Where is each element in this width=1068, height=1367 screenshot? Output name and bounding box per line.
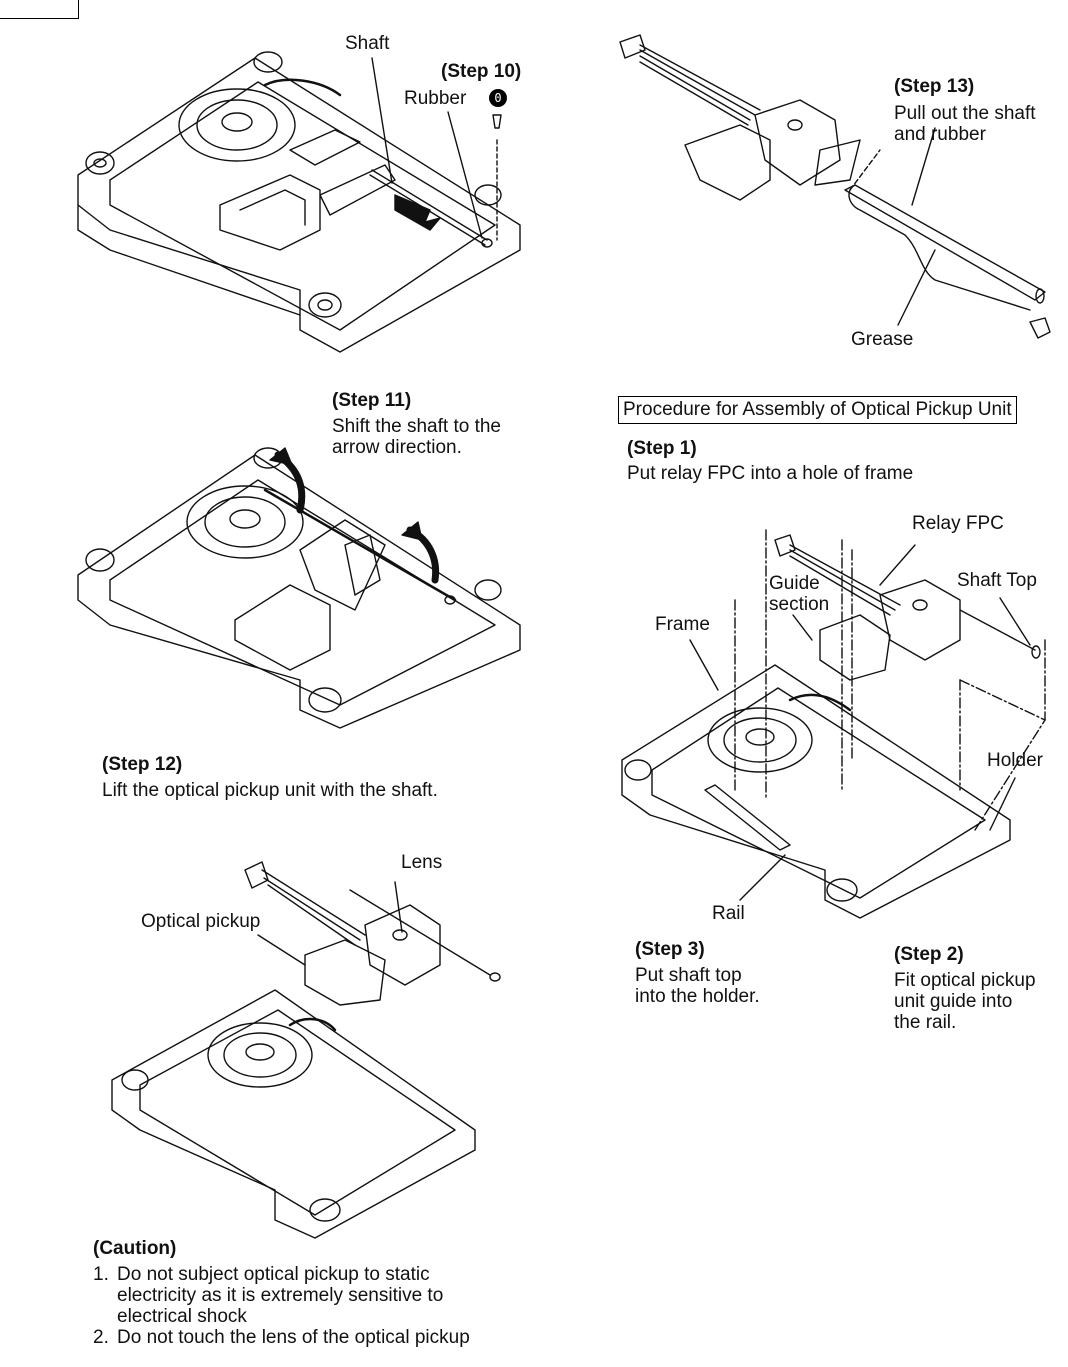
- optical-pickup-label: Optical pickup: [141, 911, 261, 932]
- step13-text-line1: Pull out the shaft: [894, 103, 1036, 124]
- caution-item: 1. Do not subject optical pickup to stat…: [93, 1264, 444, 1327]
- step10-label: (Step 10): [441, 61, 522, 82]
- page-corner-tab: [0, 0, 79, 19]
- traverse-unit-figure-b: [77, 447, 521, 729]
- shaft-label: Shaft: [345, 33, 390, 54]
- traverse-unit-figure-c: [111, 861, 501, 1239]
- frame-label: Frame: [655, 614, 710, 635]
- step2-text-line2: unit guide into: [894, 991, 1013, 1012]
- step12-title: (Step 12): [102, 754, 183, 775]
- relay-fpc-label: Relay FPC: [912, 513, 1004, 534]
- step2-title: (Step 2): [894, 944, 964, 965]
- step11-text-line1: Shift the shaft to the: [332, 416, 501, 437]
- assembly-step1-title: (Step 1): [627, 438, 697, 459]
- traverse-unit-figure-a: [77, 51, 521, 353]
- step11-title: (Step 11): [332, 390, 412, 411]
- step3-text-line1: Put shaft top: [635, 965, 742, 986]
- caution-list: 1. Do not subject optical pickup to stat…: [93, 1264, 553, 1348]
- holder-label: Holder: [987, 750, 1043, 771]
- assembly-step1-text: Put relay FPC into a hole of frame: [627, 463, 914, 484]
- step3-title: (Step 3): [635, 939, 705, 960]
- rail-label: Rail: [712, 903, 745, 924]
- rubber-label: Rubber: [404, 88, 467, 109]
- step13-text-line2: and rubber: [894, 124, 986, 145]
- assembly-figure-e: [621, 529, 1046, 919]
- screw-marker-icon: 0: [489, 89, 507, 107]
- lens-label: Lens: [401, 852, 443, 873]
- step2-text-line1: Fit optical pickup: [894, 970, 1036, 991]
- step12-text: Lift the optical pickup unit with the sh…: [102, 780, 438, 801]
- grease-label: Grease: [851, 329, 914, 350]
- caution-item: 2. Do not touch the lens of the optical …: [93, 1327, 470, 1348]
- pickup-shaft-figure-d: [619, 34, 1051, 339]
- step3-text-line2: into the holder.: [635, 986, 760, 1007]
- guide-label-line1: Guide: [769, 573, 820, 594]
- assembly-heading: Procedure for Assembly of Optical Pickup…: [618, 396, 1017, 424]
- step2-text-line3: the rail.: [894, 1012, 957, 1033]
- shaft-top-label: Shaft Top: [957, 570, 1037, 591]
- step13-title: (Step 13): [894, 76, 975, 97]
- step11-text-line2: arrow direction.: [332, 437, 462, 458]
- guide-label-line2: section: [769, 594, 830, 615]
- caution-title: (Caution): [93, 1238, 177, 1259]
